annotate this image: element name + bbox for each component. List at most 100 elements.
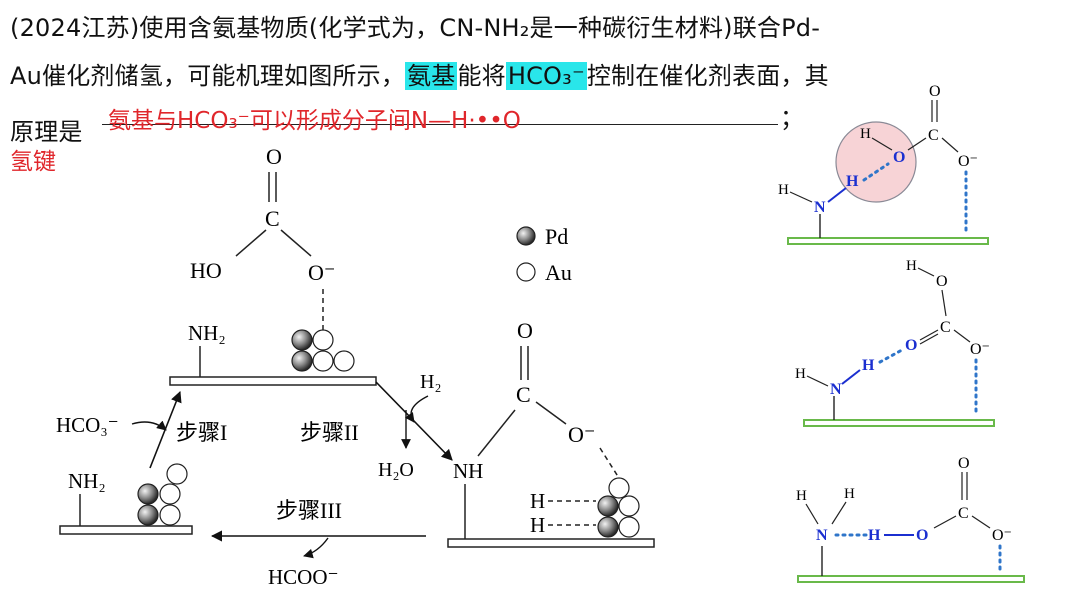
bond-line	[831, 501, 847, 525]
answer-line-1: 氨基与HCO₃⁻可以形成分子间N—H·••O	[108, 108, 521, 134]
question-text: Au催化剂储氢，可能机理如图所示，	[10, 62, 406, 90]
hydrogen-label: H	[906, 258, 917, 274]
hydrogen-label: H	[795, 366, 806, 382]
o-minus-label: O⁻	[958, 153, 978, 170]
bond-line	[941, 289, 947, 317]
adsorbed-h-label: H	[530, 489, 545, 513]
hcoo-curved-arrow	[303, 537, 329, 559]
right-surface-state: NH C O O⁻ H H	[447, 318, 655, 548]
pd-atom	[137, 504, 159, 526]
catalyst-surface	[803, 419, 995, 427]
pd-legend-icon	[516, 226, 536, 246]
o-minus-label: O⁻	[308, 260, 336, 285]
answer-blank-line	[102, 124, 778, 125]
hco3-curved-arrow	[131, 420, 167, 431]
step3-label: 步骤III	[276, 498, 342, 523]
hydrogen-label: H	[778, 182, 789, 198]
nh-bond	[841, 369, 861, 385]
bond-line	[953, 329, 971, 343]
bond-line	[871, 137, 893, 151]
nitrogen-label: N	[814, 199, 826, 216]
pd-atom	[597, 495, 619, 517]
catalyst-surface	[797, 575, 1025, 583]
oxygen-label: O	[958, 455, 970, 472]
pd-atom	[137, 483, 159, 505]
au-atom	[166, 463, 188, 485]
catalyst-surface	[447, 538, 655, 548]
carbon-label: C	[265, 206, 280, 231]
bond-line	[933, 515, 957, 529]
carbon-label: C	[928, 127, 939, 144]
answer-line-2: 氢键	[10, 149, 56, 175]
bond-line	[971, 515, 991, 529]
highlight-amino: 氨基	[405, 62, 458, 90]
au-legend-icon	[516, 262, 536, 282]
o-minus-label: O⁻	[992, 527, 1012, 544]
bond-line	[280, 229, 312, 257]
hydrogen-label: H	[844, 486, 855, 502]
pd-atom	[291, 329, 313, 351]
side-panel-2: N H H O C O H O⁻	[795, 258, 995, 427]
au-atom	[608, 477, 630, 499]
question-line-1: (2024江苏)使用含氨基物质(化学式为，CN-NH₂是一种碳衍生材料)联合Pd…	[10, 14, 821, 42]
catalyst-surface	[59, 525, 193, 535]
hco3-reactant-label: HCO₃⁻	[56, 413, 119, 437]
side-panel-1: N H H O H C O O⁻	[778, 83, 989, 245]
hydrogen-bond-dots	[862, 162, 890, 182]
au-atom	[618, 516, 640, 538]
o-minus-label: O⁻	[568, 422, 596, 447]
hydrogen-label: H	[862, 357, 875, 374]
hydrogen-label: H	[860, 126, 871, 142]
bond-line	[919, 329, 939, 341]
question-line-2: Au催化剂储氢，可能机理如图所示，氨基能将HCO₃⁻控制在催化剂表面，其	[10, 56, 829, 91]
question-semicolon: ；	[780, 104, 805, 132]
bond-line	[789, 191, 813, 203]
nh-label: NH	[453, 459, 483, 483]
ho-label: HO	[190, 258, 222, 283]
h2o-label: H₂O	[378, 459, 414, 481]
question-text: 控制在催化剂表面，其	[586, 62, 829, 90]
bond-line	[919, 333, 939, 345]
au-atom	[312, 350, 334, 372]
au-atom	[159, 483, 181, 505]
bond-line	[235, 229, 267, 257]
formate-label: HCOO⁻	[268, 565, 339, 589]
nh2-label: NH₂	[68, 469, 106, 493]
h2-label: H₂	[420, 371, 441, 393]
oxygen-label: O	[936, 273, 948, 290]
hydrogen-label: H	[868, 527, 881, 544]
pd-atom	[291, 350, 313, 372]
bond-line	[907, 137, 927, 151]
hydrogen-label: H	[846, 173, 859, 190]
adsorbed-h-label: H	[530, 513, 545, 537]
h2-curved-arrow	[404, 395, 429, 423]
oxygen-label: O	[893, 149, 905, 166]
o-minus-label: O⁻	[970, 341, 990, 358]
oxygen-label: O	[905, 337, 917, 354]
step1-label: 步骤I	[176, 420, 227, 445]
nh2-label: NH₂	[188, 321, 226, 345]
bond-line	[477, 409, 516, 457]
bond-line	[805, 503, 819, 525]
au-atom	[312, 329, 334, 351]
carbonyl-o-label: O	[517, 318, 533, 343]
hydrogen-bond-dots	[878, 348, 904, 364]
bond-line	[535, 401, 567, 425]
catalyst-surface	[169, 376, 377, 386]
bond-line	[806, 375, 829, 387]
carbonyl-o-label: O	[266, 144, 282, 169]
oxygen-label: O	[916, 527, 928, 544]
carbon-label: C	[516, 382, 531, 407]
legend-au-label: Au	[545, 260, 572, 285]
au-atom	[618, 495, 640, 517]
oxygen-label: O	[929, 83, 941, 100]
hydrogen-label: H	[796, 488, 807, 504]
au-atom	[159, 504, 181, 526]
legend-pd-label: Pd	[545, 224, 568, 249]
pd-atom	[597, 516, 619, 538]
catalyst-surface	[787, 237, 989, 245]
carbon-label: C	[958, 505, 969, 522]
side-panel-3: N H H H O C O O⁻	[796, 455, 1025, 583]
left-surface-state: NH₂	[59, 463, 193, 535]
